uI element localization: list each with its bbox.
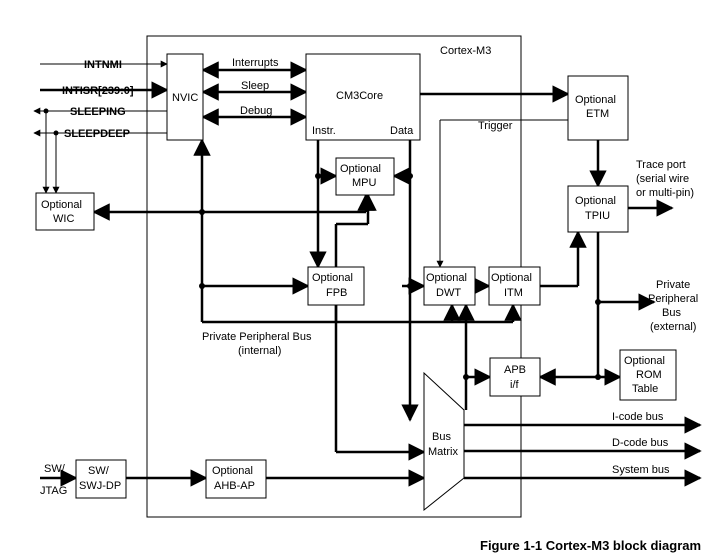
svg-text:i/f: i/f <box>510 379 520 391</box>
apb-if-block: APB i/f <box>489 357 541 397</box>
svg-text:MPU: MPU <box>352 177 377 189</box>
svg-text:Peripheral: Peripheral <box>648 293 698 305</box>
svg-text:Private: Private <box>656 279 690 291</box>
swj-dp-block: SW/ SWJ-DP <box>75 459 127 499</box>
svg-text:Optional: Optional <box>340 163 381 175</box>
svg-text:SW/: SW/ <box>88 465 110 477</box>
etm-block: Optional ETM <box>567 75 629 141</box>
svg-text:ROM: ROM <box>636 369 662 381</box>
dwt-block: Optional DWT <box>423 266 476 306</box>
svg-text:WIC: WIC <box>53 213 74 225</box>
nvic-block: NVIC <box>166 53 204 141</box>
svg-text:Table: Table <box>632 383 658 395</box>
svg-text:Optional: Optional <box>575 195 616 207</box>
svg-text:Bus: Bus <box>662 307 681 319</box>
svg-text:I-code bus: I-code bus <box>612 411 664 423</box>
svg-text:Instr.: Instr. <box>312 125 336 137</box>
svg-text:Sleep: Sleep <box>241 80 269 92</box>
svg-text:Interrupts: Interrupts <box>232 57 279 69</box>
svg-text:Optional: Optional <box>212 465 253 477</box>
svg-text:DWT: DWT <box>436 287 461 299</box>
ahb-ap-block: Optional AHB-AP <box>205 459 267 499</box>
svg-text:(external): (external) <box>650 321 696 333</box>
svg-text:(internal): (internal) <box>238 345 281 357</box>
signal-labels: INTNMI INTISR[239:0] SLEEPING SLEEPDEEP … <box>40 57 698 497</box>
svg-text:SLEEPING: SLEEPING <box>70 106 126 118</box>
svg-text:SW/: SW/ <box>44 463 66 475</box>
svg-text:ITM: ITM <box>504 287 523 299</box>
wic-block: Optional WIC <box>35 192 95 231</box>
svg-text:D-code bus: D-code bus <box>612 437 669 449</box>
connections <box>33 60 702 487</box>
svg-text:Optional: Optional <box>491 272 532 284</box>
svg-text:CM3Core: CM3Core <box>336 90 383 102</box>
svg-text:(serial wire: (serial wire <box>636 173 689 185</box>
svg-text:APB: APB <box>504 364 526 376</box>
svg-text:Trace port: Trace port <box>636 159 686 171</box>
svg-text:ETM: ETM <box>586 108 609 120</box>
fpb-block: Optional FPB <box>307 266 365 306</box>
mpu-block: Optional MPU <box>335 157 395 196</box>
svg-text:or multi-pin): or multi-pin) <box>636 187 694 199</box>
svg-text:JTAG: JTAG <box>40 485 67 497</box>
bus-matrix-block: Bus Matrix <box>423 371 465 512</box>
svg-text:Optional: Optional <box>624 355 665 367</box>
rom-table-block: Optional ROM Table <box>619 349 677 401</box>
svg-text:INTISR[239:0]: INTISR[239:0] <box>62 85 134 97</box>
svg-text:Optional: Optional <box>575 94 616 106</box>
figure-caption: Figure 1-1 Cortex-M3 block diagram <box>480 538 701 553</box>
svg-text:INTNMI: INTNMI <box>84 59 122 71</box>
cortex-m3-title: Cortex-M3 <box>440 45 491 57</box>
svg-text:NVIC: NVIC <box>172 92 198 104</box>
svg-text:Data: Data <box>390 125 414 137</box>
svg-text:AHB-AP: AHB-AP <box>214 480 255 492</box>
svg-text:SWJ-DP: SWJ-DP <box>79 480 121 492</box>
svg-text:Optional: Optional <box>41 199 82 211</box>
tpiu-block: Optional TPIU <box>567 185 629 233</box>
svg-text:Bus: Bus <box>432 431 451 443</box>
svg-text:Private Peripheral Bus: Private Peripheral Bus <box>202 331 312 343</box>
svg-text:Optional: Optional <box>312 272 353 284</box>
svg-text:TPIU: TPIU <box>585 210 610 222</box>
cm3core-block: CM3Core Instr. Data <box>305 53 421 141</box>
svg-text:Matrix: Matrix <box>428 446 458 458</box>
svg-text:SLEEPDEEP: SLEEPDEEP <box>64 128 130 140</box>
svg-text:System bus: System bus <box>612 464 670 476</box>
svg-text:Trigger: Trigger <box>478 120 513 132</box>
svg-text:Debug: Debug <box>240 105 272 117</box>
itm-block: Optional ITM <box>488 266 541 306</box>
svg-text:FPB: FPB <box>326 287 347 299</box>
svg-text:Optional: Optional <box>426 272 467 284</box>
